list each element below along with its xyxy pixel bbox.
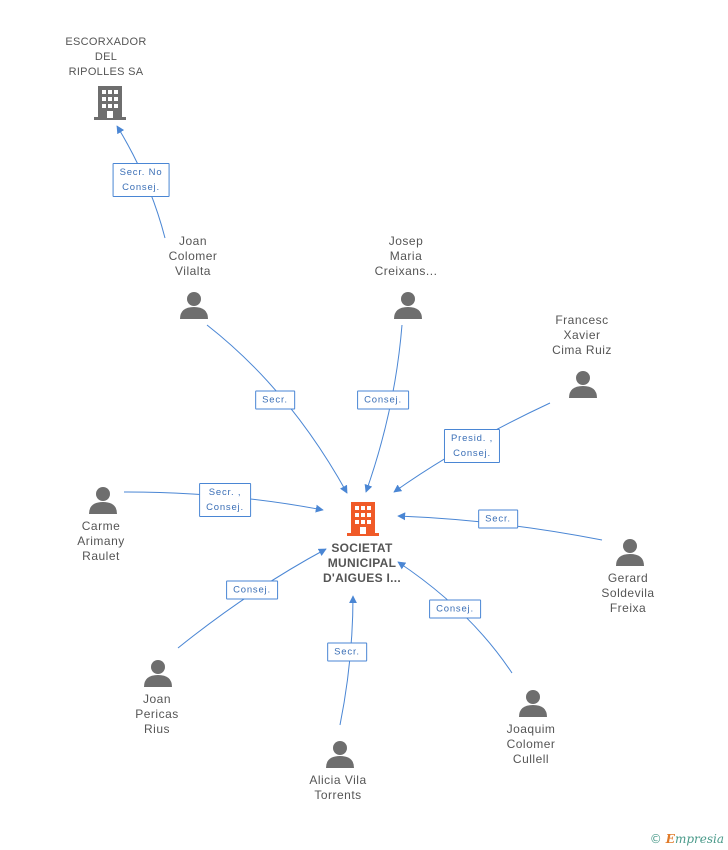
top-company-label[interactable]: ESCORXADOR DEL RIPOLLES SA (65, 36, 147, 78)
edge-label-joan-colomer: Secr. (255, 390, 295, 410)
person-label-alicia-vila[interactable]: Alicia Vila Torrents (309, 773, 367, 802)
person-icon[interactable] (569, 371, 597, 398)
person-icon[interactable] (616, 539, 644, 566)
person-label-carme-arimany[interactable]: Carme Arimany Raulet (77, 519, 125, 563)
edge-label-top: Secr. No Consej. (112, 163, 170, 197)
center-building-icon[interactable] (347, 502, 379, 536)
person-icon[interactable] (180, 292, 208, 319)
edge-label-francesc: Presid. , Consej. (443, 429, 501, 463)
center-company-label[interactable]: SOCIETAT MUNICIPAL D'AIGUES I... (322, 541, 402, 585)
person-label-josep-maria[interactable]: Josep Maria Creixans... (374, 234, 438, 278)
edge-label-joaquim: Consej. (429, 599, 481, 619)
person-label-joaquim-colomer[interactable]: Joaquim Colomer Cullell (506, 722, 556, 766)
person-icon[interactable] (519, 690, 547, 717)
edge-label-carme: Secr. , Consej. (199, 483, 251, 517)
person-label-joan-pericas[interactable]: Joan Pericas Rius (135, 692, 179, 736)
building-icon[interactable] (94, 86, 126, 120)
person-icon[interactable] (144, 660, 172, 687)
brand-initial: E (665, 832, 675, 846)
brand-footer[interactable]: ©Empresia (650, 832, 724, 846)
edge-label-joan-pericas: Consej. (226, 580, 278, 600)
person-label-joan-colomer[interactable]: Joan Colomer Vilalta (168, 234, 218, 278)
edge-label-josep-maria: Consej. (357, 390, 409, 410)
person-icon[interactable] (89, 487, 117, 514)
edge-label-gerard: Secr. (478, 509, 518, 529)
brand-name: mpresia (674, 832, 724, 846)
edge-label-alicia: Secr. (327, 642, 367, 662)
person-label-francesc-xavier[interactable]: Francesc Xavier Cima Ruiz (552, 313, 612, 357)
person-icon[interactable] (394, 292, 422, 319)
person-label-gerard-soldevila[interactable]: Gerard Soldevila Freixa (601, 571, 655, 615)
person-icon[interactable] (326, 741, 354, 768)
copyright-icon: © (649, 832, 662, 846)
